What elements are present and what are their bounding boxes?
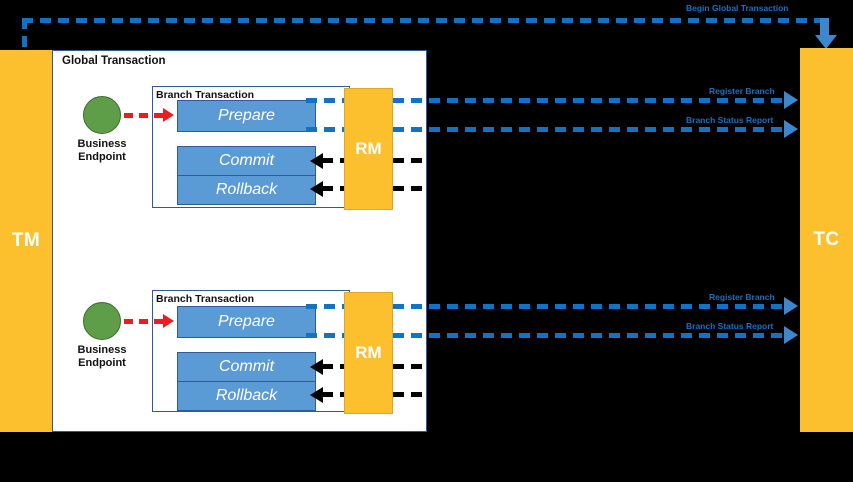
begin-global-transaction-line-horizontal (22, 18, 822, 23)
operation-box-commit[interactable]: Commit (177, 352, 316, 382)
register-branch-arrowhead (784, 297, 798, 315)
prepare-to-rm-line-lower (306, 127, 348, 132)
operation-box-rollback[interactable]: Rollback (177, 381, 316, 411)
rm-outbound-line-commit (393, 364, 427, 369)
actor-label-tm: TM (11, 230, 41, 251)
operation-box-prepare[interactable]: Prepare (177, 306, 316, 338)
branch-transaction-title: Branch Transaction (156, 293, 255, 305)
business-endpoint-label: Business Endpoint (57, 138, 147, 164)
begin-global-transaction-arrowhead (815, 35, 837, 49)
endpoint-to-prepare-arrowhead (163, 314, 174, 328)
operation-label-rollback: Rollback (215, 181, 278, 198)
rm-outbound-line-rollback (393, 186, 427, 191)
flow-label-branch-status-report: Branch Status Report (686, 321, 774, 331)
actor-bar-tm[interactable]: TM (0, 50, 52, 432)
operation-label-prepare: Prepare (218, 107, 275, 124)
rm-to-commit-arrowhead (310, 359, 323, 375)
operation-box-rollback[interactable]: Rollback (177, 175, 316, 205)
branch-status-report-line (393, 127, 785, 132)
actor-bar-tc[interactable]: TC (800, 48, 853, 432)
operation-label-commit: Commit (218, 152, 275, 169)
business-endpoint-label: Business Endpoint (57, 344, 147, 370)
rm-outbound-line-rollback (393, 392, 427, 397)
branch-status-report-line (393, 333, 785, 338)
actor-label-tc: TC (813, 229, 840, 250)
business-endpoint-circle[interactable] (83, 96, 121, 134)
rm-to-rollback-arrowhead (310, 387, 323, 403)
flow-label-register-branch: Register Branch (709, 292, 775, 302)
begin-global-transaction-line-vertical (22, 18, 27, 52)
global-transaction-title: Global Transaction (62, 55, 166, 67)
operation-label-prepare: Prepare (218, 313, 275, 330)
business-endpoint-circle[interactable] (83, 302, 121, 340)
business-endpoint-label-line1: Business (77, 344, 127, 356)
resource-manager-bar[interactable]: RM (344, 292, 393, 414)
resource-manager-label: RM (355, 343, 382, 362)
prepare-to-rm-line-upper (306, 304, 348, 309)
resource-manager-label: RM (355, 139, 382, 158)
rm-to-rollback-line (322, 186, 348, 191)
rm-to-commit-line (322, 158, 348, 163)
endpoint-to-prepare-line (124, 113, 164, 118)
register-branch-line (393, 98, 785, 103)
prepare-to-rm-line-lower (306, 333, 348, 338)
rm-to-rollback-line (322, 392, 348, 397)
operation-label-rollback: Rollback (215, 387, 278, 404)
resource-manager-bar[interactable]: RM (344, 88, 393, 210)
register-branch-arrowhead (784, 91, 798, 109)
rm-to-commit-arrowhead (310, 153, 323, 169)
flow-label-register-branch: Register Branch (709, 86, 775, 96)
operation-box-commit[interactable]: Commit (177, 146, 316, 176)
flow-label-begin-global-transaction: Begin Global Transaction (686, 3, 789, 13)
business-endpoint-label-line2: Endpoint (78, 357, 126, 369)
rm-outbound-line-commit (393, 158, 427, 163)
flow-label-branch-status-report: Branch Status Report (686, 115, 774, 125)
operation-box-prepare[interactable]: Prepare (177, 100, 316, 132)
rm-to-rollback-arrowhead (310, 181, 323, 197)
rm-to-commit-line (322, 364, 348, 369)
endpoint-to-prepare-line (124, 319, 164, 324)
branch-transaction-title: Branch Transaction (156, 89, 255, 101)
register-branch-line (393, 304, 785, 309)
operation-label-commit: Commit (218, 358, 275, 375)
business-endpoint-label-line1: Business (77, 138, 127, 150)
prepare-to-rm-line-upper (306, 98, 348, 103)
business-endpoint-label-line2: Endpoint (78, 151, 126, 163)
endpoint-to-prepare-arrowhead (163, 108, 174, 122)
begin-global-transaction-arrow-stem (820, 18, 829, 36)
branch-status-report-arrowhead (784, 326, 798, 344)
branch-status-report-arrowhead (784, 120, 798, 138)
